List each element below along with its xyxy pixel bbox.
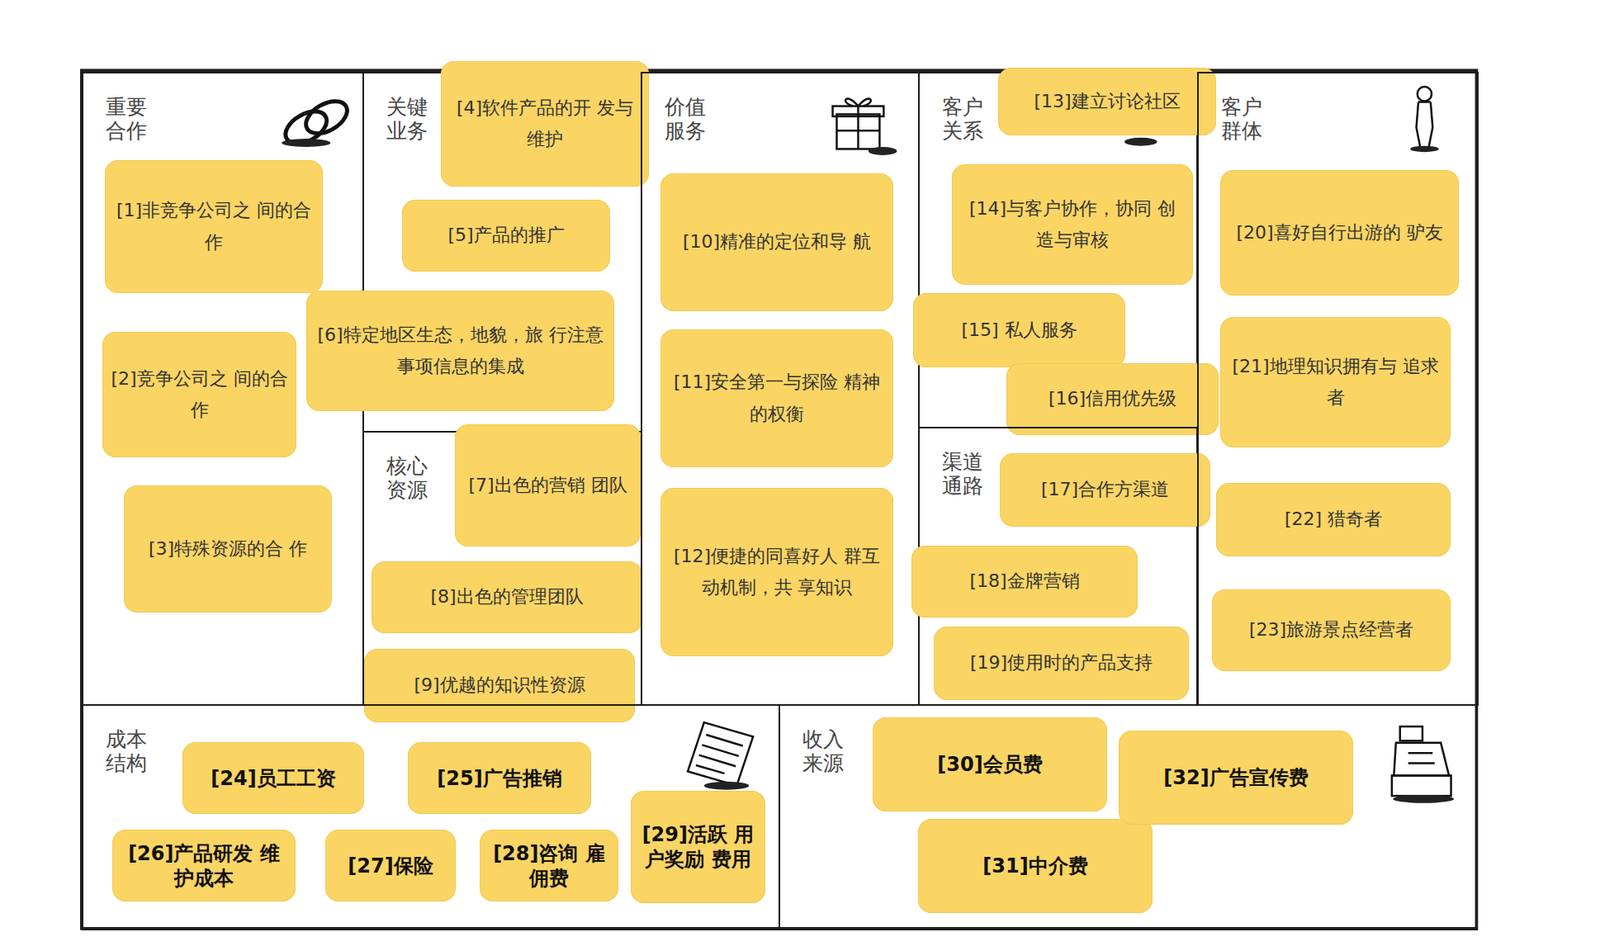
sticky-note: [23]旅游景点经营者 <box>1211 589 1451 672</box>
section-panel: 客户 关系 [13]建立讨论社区 [14]与客户协作，协同 创造与审核 [15] 私人… <box>918 71 1198 429</box>
sticky-note: [3]特殊资源的合 作 <box>123 485 332 613</box>
section-heading: 重要 合作 <box>105 95 150 144</box>
sticky-note: [31]中介费 <box>918 818 1153 914</box>
note-text: [9]优越的知识性资源 <box>413 669 585 702</box>
note-text: [21]地理知识拥有与 追求者 <box>1228 350 1443 415</box>
person-icon <box>1410 86 1440 152</box>
section-heading: 成本 结构 <box>105 728 150 777</box>
sticky-note: [32]广告宣传费 <box>1118 730 1354 825</box>
sticky-note: [14]与客户协作，协同 创造与审核 <box>951 164 1193 285</box>
sticky-note: [12]便捷的同喜好人 群互动机制，共 享知识 <box>660 487 894 657</box>
section-panel: 价值 服务 [10]精准的定位和导 航 [11]安全第一与探险 精神的权衡 [12]便… <box>640 71 920 706</box>
sticky-note: [26]产品研发 维护成本 <box>112 829 296 902</box>
note-text: [31]中介费 <box>982 853 1088 879</box>
sticky-note: [7]出色的营销 团队 <box>454 424 641 547</box>
section-heading: 渠道 通路 <box>942 450 986 499</box>
note-text: [14]与客户协作，协同 创造与审核 <box>960 193 1185 257</box>
sticky-note: [13]建立讨论社区 <box>998 67 1217 136</box>
note-text: [6]特定地区生态，地貌，旅 行注意事项信息的集成 <box>314 319 606 384</box>
sticky-note: [6]特定地区生态，地貌，旅 行注意事项信息的集成 <box>306 290 615 412</box>
note-text: [20]喜好自行出游的 驴友 <box>1235 217 1443 250</box>
section-panel: 客户 群体 [20]喜好自行出游的 驴友 [21]地理知识拥有与 追求者 [22] 猎… <box>1197 71 1479 706</box>
section-panel: 关键 业务[4]软件产品的开 发与维护[5]产品的推广[6]特定地区生态，地貌，… <box>362 71 643 433</box>
note-text: [15] 私人服务 <box>960 314 1077 347</box>
note-text: [2]竞争公司之 间的合作 <box>110 363 289 427</box>
note-text: [3]特殊资源的合 作 <box>148 533 308 566</box>
note-text: [13]建立讨论社区 <box>1033 85 1180 119</box>
sticky-note: [19]使用时的产品支持 <box>933 626 1189 701</box>
note-text: [27]保险 <box>347 853 433 879</box>
note-text: [8]出色的管理团队 <box>430 581 583 614</box>
note-text: [5]产品的推广 <box>447 219 564 252</box>
sticky-note: [20]喜好自行出游的 驴友 <box>1220 170 1459 296</box>
note-text: [24]员工工资 <box>210 766 336 791</box>
section-heading: 核心 资源 <box>386 454 431 503</box>
section-panel: 成本 结构 [24]员工工资 [25]广告推销 [26]产品研发 维护成本 [27]保险… <box>81 704 781 931</box>
sticky-note: [25]广告推销 <box>407 742 592 815</box>
note-text: [25]广告推销 <box>436 766 562 791</box>
sticky-note: [1]非竞争公司之 间的合作 <box>104 160 323 294</box>
chain-icon <box>279 94 353 151</box>
note-text: [16]信用优先级 <box>1048 383 1177 416</box>
note-text: [10]精准的定位和导 航 <box>682 226 872 259</box>
note-text: [32]广告宣传费 <box>1163 765 1308 791</box>
sticky-note: [18]金牌营销 <box>911 545 1138 618</box>
register-icon <box>1391 726 1454 804</box>
sticky-note: [17]合作方渠道 <box>999 453 1211 527</box>
sticky-note: [30]会员费 <box>872 717 1108 812</box>
note-text: [11]安全第一与探险 精神的权衡 <box>668 366 886 431</box>
note-text: [7]出色的营销 团队 <box>468 469 627 502</box>
sticky-note: [10]精准的定位和导 航 <box>660 173 894 312</box>
note-text: [18]金牌营销 <box>969 565 1080 598</box>
bill-icon <box>687 722 753 791</box>
section-heading: 收入 来源 <box>802 728 847 777</box>
sticky-note: [2]竞争公司之 间的合作 <box>102 331 297 458</box>
note-text: [4]软件产品的开 发与维护 <box>449 92 641 157</box>
sticky-note: [11]安全第一与探险 精神的权衡 <box>660 329 894 468</box>
note-text: [22] 猎奇者 <box>1284 503 1383 536</box>
sticky-note: [21]地理知识拥有与 追求者 <box>1220 317 1451 448</box>
note-text: [1]非竞争公司之 间的合作 <box>113 194 315 259</box>
sticky-note: [16]信用优先级 <box>1006 363 1219 436</box>
note-text: [17]合作方渠道 <box>1041 473 1170 507</box>
sticky-note: [27]保险 <box>325 829 456 902</box>
section-heading: 客户 群体 <box>1221 95 1265 144</box>
heart-icon <box>1124 137 1158 147</box>
note-text: [23]旅游景点经营者 <box>1249 614 1414 647</box>
section-panel: 收入 来源 [30]会员费 [31]中介费 [32]广告宣传费 <box>778 704 1478 931</box>
gift-icon <box>833 99 898 156</box>
sticky-note: [28]咨询 雇佣费 <box>479 829 619 902</box>
note-text: [29]活跃 用户奖励 费用 <box>639 822 758 872</box>
section-heading: 客户 关系 <box>942 95 986 144</box>
note-text: [12]便捷的同喜好人 群互动机制，共 享知识 <box>668 540 886 605</box>
sticky-note: [8]出色的管理团队 <box>371 561 643 634</box>
note-text: [30]会员费 <box>937 752 1042 777</box>
sticky-note: [9]优越的知识性资源 <box>364 648 635 723</box>
section-panel: 渠道 通路 [17]合作方渠道 [18]金牌营销 [19]使用时的产品支持 <box>918 426 1198 706</box>
note-text: [28]咨询 雇佣费 <box>487 841 611 891</box>
note-text: [19]使用时的产品支持 <box>970 647 1153 680</box>
sticky-note: [4]软件产品的开 发与维护 <box>440 61 649 187</box>
section-panel: 核心 资源 [7]出色的营销 团队 [8]出色的管理团队 [9]优越的知识性资源 <box>362 430 643 706</box>
note-text: [26]产品研发 维护成本 <box>120 841 288 891</box>
sticky-note: [29]活跃 用户奖励 费用 <box>630 790 766 904</box>
sticky-note: [5]产品的推广 <box>402 199 611 272</box>
sticky-note: [15] 私人服务 <box>913 293 1126 368</box>
sticky-note: [22] 猎奇者 <box>1216 482 1451 557</box>
section-heading: 价值 服务 <box>664 95 709 144</box>
sticky-note: [24]员工工资 <box>182 742 365 815</box>
section-heading: 关键 业务 <box>386 95 431 144</box>
